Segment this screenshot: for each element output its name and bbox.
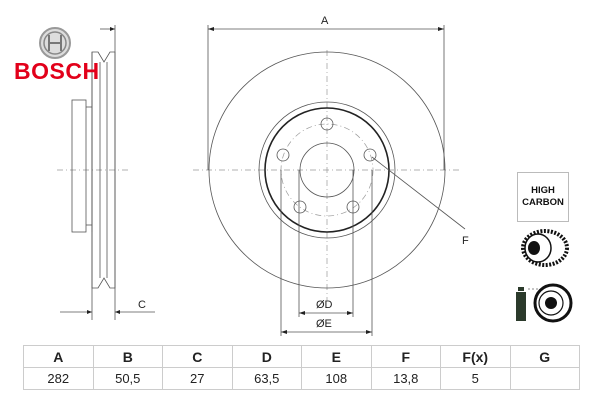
dimensions-table: A B C D E F F(x) G 282 50,5 27 63,5 108 … xyxy=(23,345,580,390)
high-carbon-line2: CARBON xyxy=(522,197,564,208)
bosch-logo: BOSCH xyxy=(14,58,100,84)
header-cell: A xyxy=(23,345,94,368)
value-cell: 108 xyxy=(301,367,372,390)
coated-disc-icon xyxy=(516,283,573,323)
dimension-label-a: A xyxy=(321,15,329,27)
vented-disc-icon xyxy=(521,229,569,267)
header-cell: B xyxy=(92,345,163,368)
bosch-emblem-icon xyxy=(39,27,71,59)
header-cell: F xyxy=(370,345,441,368)
value-cell: 282 xyxy=(23,367,94,390)
table-row: 282 50,5 27 63,5 108 13,8 5 xyxy=(23,367,580,390)
header-cell: F(x) xyxy=(440,345,511,368)
table-header-row: A B C D E F F(x) G xyxy=(23,345,580,368)
header-cell: D xyxy=(231,345,302,368)
header-cell: G xyxy=(509,345,580,368)
dimension-label-e: ØE xyxy=(316,318,332,330)
dimension-label-d: ØD xyxy=(316,299,333,311)
high-carbon-line1: HIGH xyxy=(531,185,555,196)
front-view: A F ØD ØE xyxy=(193,15,469,336)
value-cell: 5 xyxy=(440,367,511,390)
value-cell: 27 xyxy=(162,367,233,390)
value-cell xyxy=(509,367,580,390)
side-view: C xyxy=(57,25,155,320)
header-cell: E xyxy=(301,345,372,368)
value-cell: 13,8 xyxy=(370,367,441,390)
dimension-label-c: C xyxy=(138,299,146,311)
value-cell: 63,5 xyxy=(231,367,302,390)
dimension-label-f: F xyxy=(462,235,469,247)
header-cell: C xyxy=(162,345,233,368)
value-cell: 50,5 xyxy=(92,367,163,390)
